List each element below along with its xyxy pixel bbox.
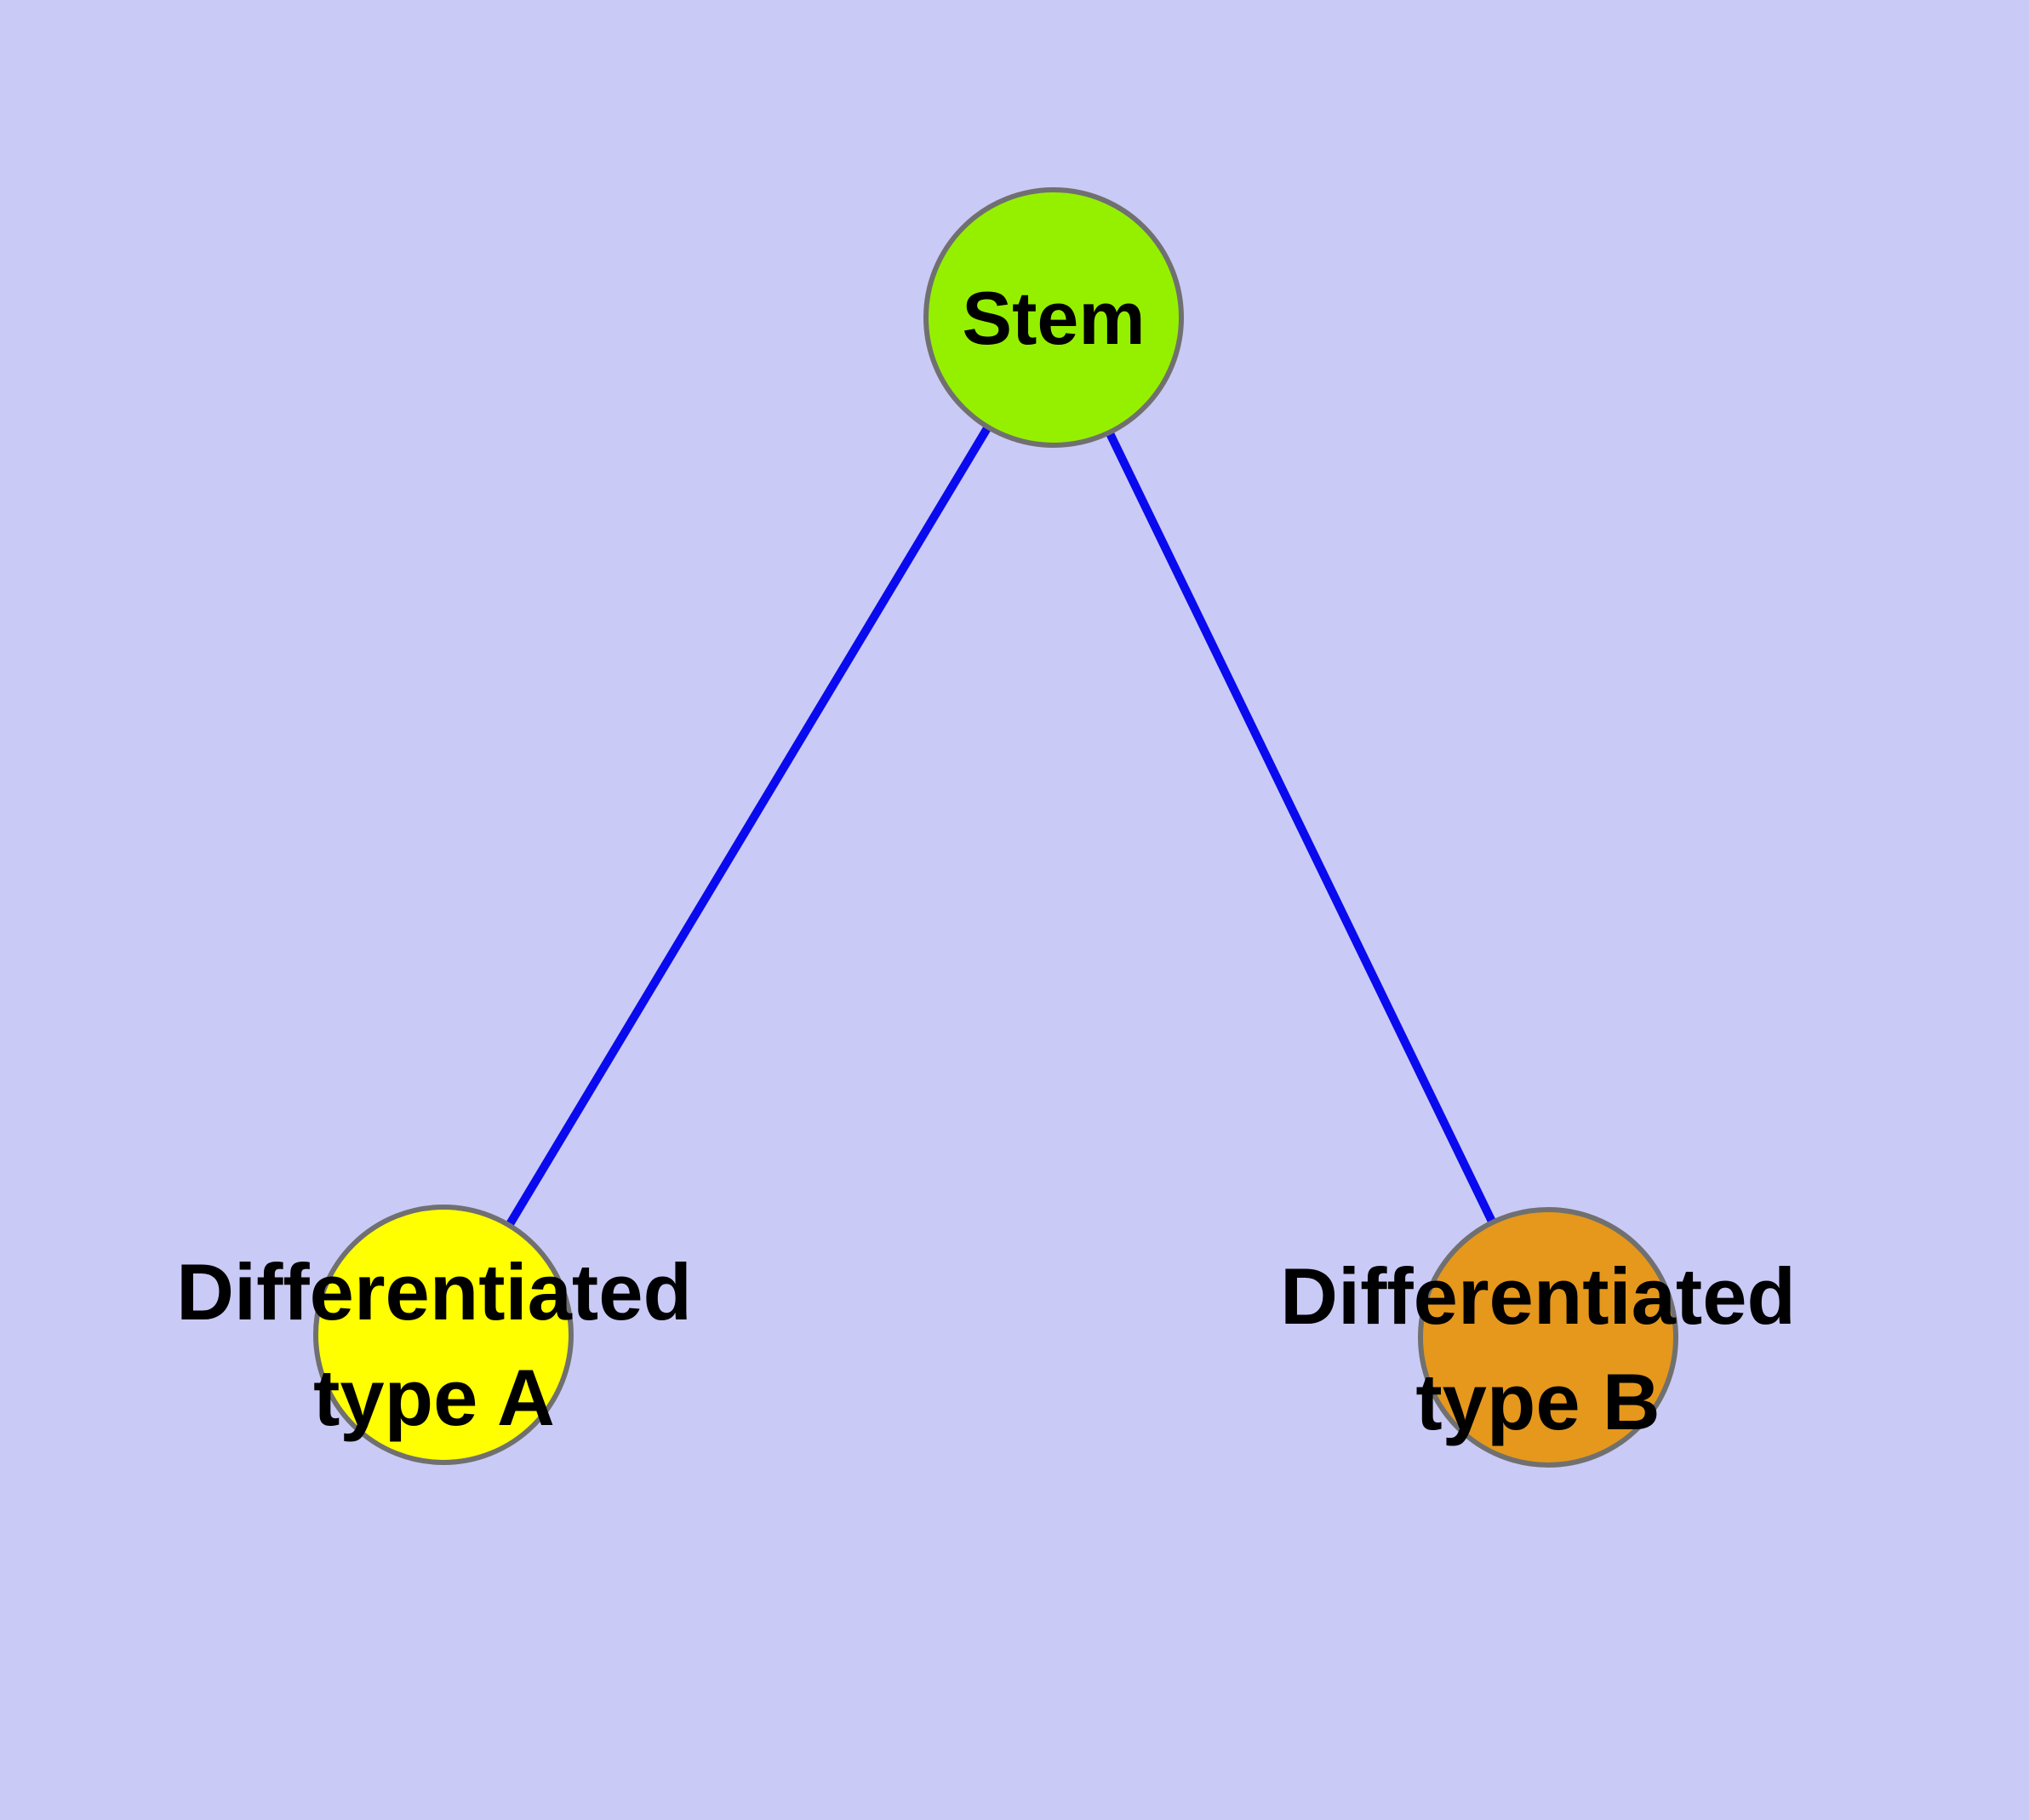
edge-stem-to-type-a (439, 315, 1058, 1337)
node-stem-circle (923, 187, 1184, 448)
node-type-b-circle (1418, 1207, 1678, 1468)
edge-stem-to-type-b (1049, 315, 1552, 1340)
nodes (313, 187, 1678, 1468)
node-type-a-circle (313, 1205, 574, 1465)
edges (439, 315, 1552, 1340)
